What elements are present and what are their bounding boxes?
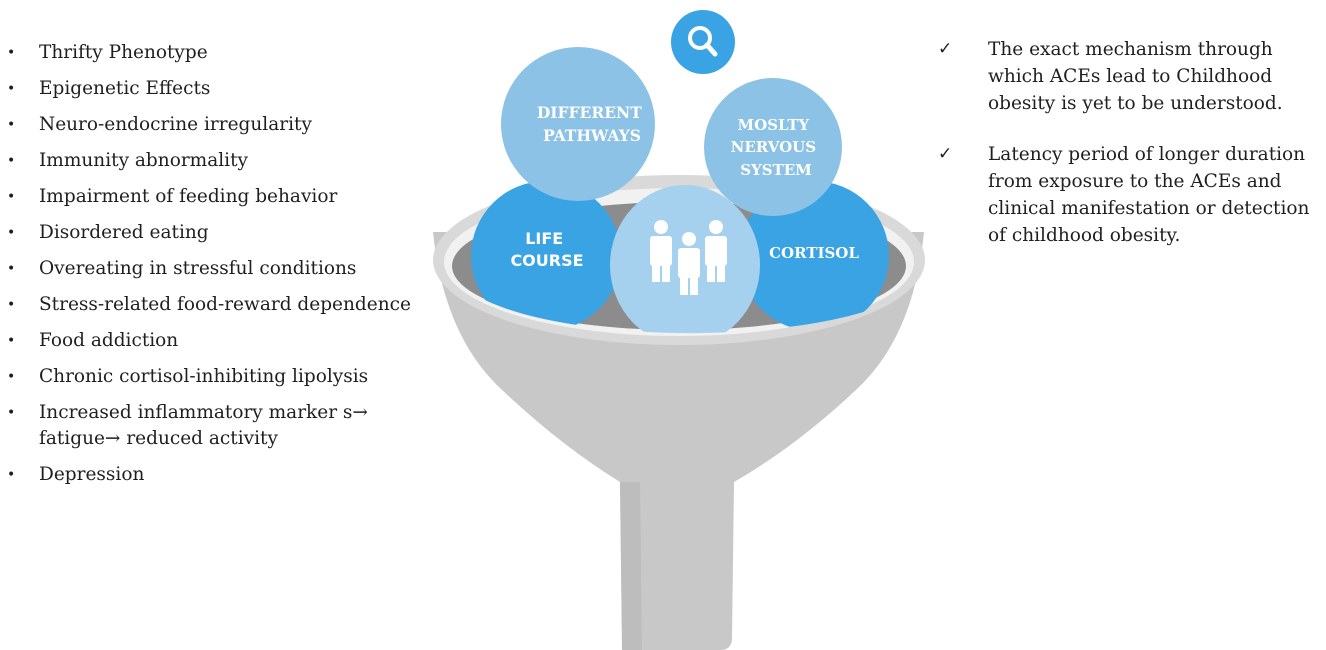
label-nervous-system: MOSLTY NERVOUS SYSTEM bbox=[731, 116, 822, 179]
factor-text: Increased inflammatory marker s→ fatigue… bbox=[39, 402, 368, 449]
circle-nervous-system bbox=[704, 78, 842, 216]
factor-text: Stress-related food-reward dependence bbox=[39, 294, 411, 315]
factor-item: • Disordered eating bbox=[0, 220, 430, 246]
circle-different-pathways bbox=[501, 47, 655, 201]
funnel-shading bbox=[620, 482, 642, 650]
bullet-icon: • bbox=[7, 261, 16, 277]
factor-text: Disordered eating bbox=[39, 222, 209, 243]
factor-text: Overeating in stressful conditions bbox=[39, 258, 357, 279]
factor-item: • Chronic cortisol-inhibiting lipolysis bbox=[0, 364, 430, 390]
factor-text: Food addiction bbox=[39, 330, 179, 351]
factor-text: Immunity abnormality bbox=[39, 150, 248, 171]
bullet-icon: • bbox=[7, 297, 16, 313]
factor-item: • Overeating in stressful conditions bbox=[0, 256, 430, 282]
factor-item: • Increased inflammatory marker s→ fatig… bbox=[0, 400, 394, 452]
factors-list: • Thrifty Phenotype • Epigenetic Effects •… bbox=[0, 40, 430, 498]
bullet-icon: • bbox=[7, 405, 16, 421]
factor-item: • Food addiction bbox=[0, 328, 430, 354]
bullet-icon: • bbox=[7, 333, 16, 349]
label-life-course: LIFE COURSE bbox=[510, 229, 583, 270]
circle-cortisol bbox=[739, 181, 889, 331]
bullet-icon: • bbox=[7, 189, 16, 205]
bullet-icon: • bbox=[7, 369, 16, 385]
bullet-icon: • bbox=[7, 117, 16, 133]
factor-text: Neuro-endocrine irregularity bbox=[39, 114, 312, 135]
check-icon: ✓ bbox=[938, 144, 953, 164]
bullet-icon: • bbox=[7, 225, 16, 241]
search-badge bbox=[671, 10, 735, 74]
factor-item: • Neuro-endocrine irregularity bbox=[0, 112, 430, 138]
factor-text: Chronic cortisol-inhibiting lipolysis bbox=[39, 366, 369, 387]
factor-text: Impairment of feeding behavior bbox=[39, 186, 338, 207]
factor-item: • Epigenetic Effects bbox=[0, 76, 430, 102]
funnel-body bbox=[433, 232, 924, 650]
factor-text: Epigenetic Effects bbox=[39, 78, 211, 99]
factor-item: • Impairment of feeding behavior bbox=[0, 184, 430, 210]
note-item: ✓ Latency period of longer duration from … bbox=[930, 141, 1326, 249]
label-cortisol: CORTISOL bbox=[769, 244, 859, 262]
people-icon bbox=[650, 220, 727, 295]
label-different-pathways: DIFFERENT PATHWAYS bbox=[537, 103, 647, 145]
factor-item: • Thrifty Phenotype bbox=[0, 40, 430, 66]
factor-text: Thrifty Phenotype bbox=[39, 42, 208, 63]
note-text: The exact mechanism through which ACEs l… bbox=[988, 39, 1283, 114]
notes-list: ✓ The exact mechanism through which ACEs … bbox=[930, 36, 1326, 273]
check-icon: ✓ bbox=[938, 39, 953, 59]
factor-item: • Stress-related food-reward dependence bbox=[0, 292, 430, 318]
bullet-icon: • bbox=[7, 81, 16, 97]
bullet-icon: • bbox=[7, 467, 16, 483]
factor-text: Depression bbox=[39, 464, 145, 485]
note-text: Latency period of longer duration from e… bbox=[988, 144, 1310, 246]
factor-item: • Depression bbox=[0, 462, 430, 488]
factor-item: • Immunity abnormality bbox=[0, 148, 430, 174]
circle-life-course bbox=[471, 181, 621, 331]
search-icon bbox=[688, 26, 718, 57]
bullet-icon: • bbox=[7, 45, 16, 61]
note-item: ✓ The exact mechanism through which ACEs … bbox=[930, 36, 1326, 117]
bullet-icon: • bbox=[7, 153, 16, 169]
